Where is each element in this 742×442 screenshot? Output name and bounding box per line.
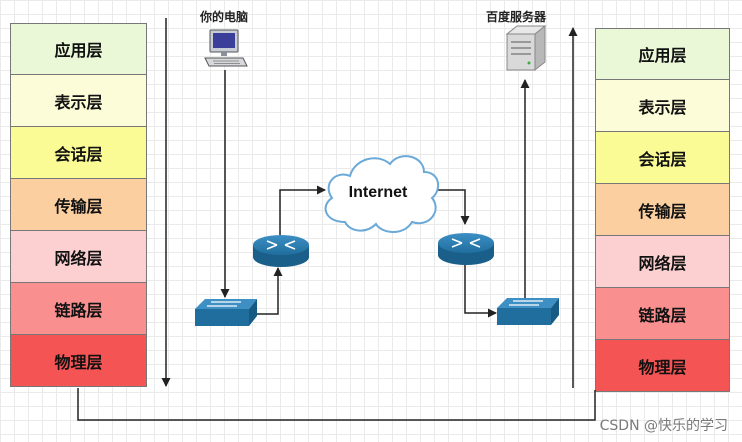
internet-to-router-arrow	[430, 189, 470, 225]
router-to-switch-arrow	[464, 262, 497, 318]
layer-box: 会话层	[10, 127, 147, 179]
layer-box: 链路层	[10, 283, 147, 335]
layer-box: 表示层	[10, 75, 147, 127]
server-icon	[505, 24, 547, 72]
layer-box: 物理层	[595, 340, 730, 392]
right-osi-stack: 应用层表示层会话层传输层网络层链路层物理层	[595, 28, 730, 392]
switch-icon	[497, 298, 559, 325]
router-icon	[438, 233, 494, 265]
layer-box: 会话层	[595, 132, 730, 184]
left-osi-stack: 应用层表示层会话层传输层网络层链路层物理层	[10, 23, 147, 387]
watermark: CSDN @快乐的学习	[599, 418, 728, 434]
layer-box: 传输层	[595, 184, 730, 236]
layer-box: 传输层	[10, 179, 147, 231]
physical-link-line	[77, 388, 596, 421]
router-icon	[253, 235, 309, 267]
computer-icon	[204, 29, 248, 67]
layer-box: 表示层	[595, 80, 730, 132]
layer-box: 物理层	[10, 335, 147, 387]
server-label: 百度服务器	[486, 10, 547, 24]
client-label: 你的电脑	[200, 10, 249, 24]
layer-box: 链路层	[595, 288, 730, 340]
connection-lines	[77, 18, 596, 421]
layer-box: 应用层	[595, 28, 730, 80]
internet-label: Internet	[349, 184, 408, 201]
layer-box: 网络层	[10, 231, 147, 283]
layer-box: 网络层	[595, 236, 730, 288]
switch-to-router-arrow	[256, 267, 283, 315]
cloud-icon: Internet	[324, 155, 440, 233]
switch-icon	[195, 299, 257, 326]
router-to-internet-arrow	[279, 185, 326, 235]
layer-box: 应用层	[10, 23, 147, 75]
